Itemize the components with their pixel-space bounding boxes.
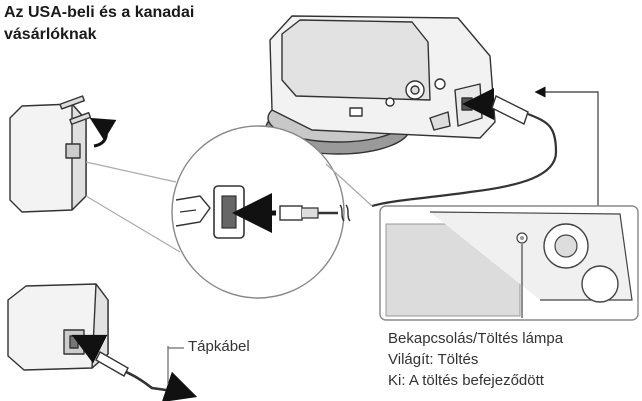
heading-line-1: Az USA-beli és a kanadai [4,4,195,21]
lamp-on-label: Világít: Töltés [388,351,479,368]
zoom-callout [85,125,373,299]
page-heading: Az USA-beli és a kanadai vásárlóknak [4,2,194,46]
fold-prongs-arrow-icon [89,117,117,148]
power-cord-label: Tápkábel [188,338,250,355]
lamp-detail-box [379,205,639,321]
heading-line-2: vásárlóknak [4,26,97,43]
lamp-off-label: Ki: A töltés befejeződött [388,372,544,389]
ac-adapter-illustration [7,283,109,371]
power-cord-illustration [71,334,198,401]
callout-arrow [534,86,599,206]
camera-illustration [265,15,496,155]
lamp-name-label: Bekapcsolás/Töltés lámpa [388,330,564,347]
lamp-status-text: Bekapcsolás/Töltés lámpa Világít: Töltés… [388,328,563,391]
usb-adapter-illustration [9,95,92,213]
camera-connection [371,88,558,208]
